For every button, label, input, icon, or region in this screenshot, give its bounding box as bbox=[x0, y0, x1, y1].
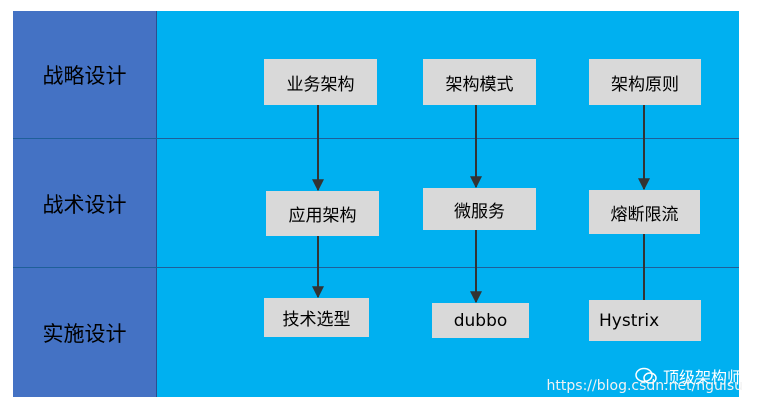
node-circuit-breaking: 熔断限流 bbox=[589, 190, 700, 234]
row-label-strategic: 战略设计 bbox=[13, 11, 157, 139]
node-label: 架构模式 bbox=[445, 74, 514, 95]
row-label-text: 战术设计 bbox=[42, 192, 127, 217]
node-label: 熔断限流 bbox=[610, 204, 679, 225]
node-label: 业务架构 bbox=[286, 74, 355, 95]
node-label: 技术选型 bbox=[282, 310, 351, 330]
row-divider bbox=[13, 138, 739, 139]
wechat-icon bbox=[635, 367, 657, 384]
row-label-text: 实施设计 bbox=[42, 321, 127, 346]
node-label: 架构原则 bbox=[611, 74, 679, 95]
watermark-url: https://blog.csdn.net/nguisu bbox=[547, 378, 743, 394]
node-label: 应用架构 bbox=[288, 206, 357, 226]
node-microservice: 微服务 bbox=[423, 188, 536, 230]
row-label-implementation: 实施设计 bbox=[13, 268, 157, 397]
node-label: Hystrix bbox=[599, 310, 660, 331]
node-label: dubbo bbox=[453, 310, 508, 331]
watermark-brand: 顶级架构师 bbox=[635, 364, 743, 388]
watermark-url-text: https://blog.csdn.net/nguisu bbox=[546, 378, 743, 394]
node-label: 微服务 bbox=[454, 201, 505, 222]
node-architecture-principle: 架构原则 bbox=[589, 59, 701, 105]
watermark-brand-text: 顶级架构师 bbox=[662, 368, 743, 387]
row-divider bbox=[13, 267, 739, 268]
node-architecture-pattern: 架构模式 bbox=[423, 59, 536, 105]
row-label-text: 战略设计 bbox=[42, 64, 127, 88]
node-hystrix: Hystrix bbox=[589, 300, 701, 341]
row-label-tactical: 战术设计 bbox=[13, 139, 157, 268]
node-tech-selection: 技术选型 bbox=[264, 298, 369, 337]
node-business-architecture: 业务架构 bbox=[264, 59, 377, 105]
node-dubbo: dubbo bbox=[432, 303, 529, 338]
node-application-architecture: 应用架构 bbox=[266, 191, 379, 236]
